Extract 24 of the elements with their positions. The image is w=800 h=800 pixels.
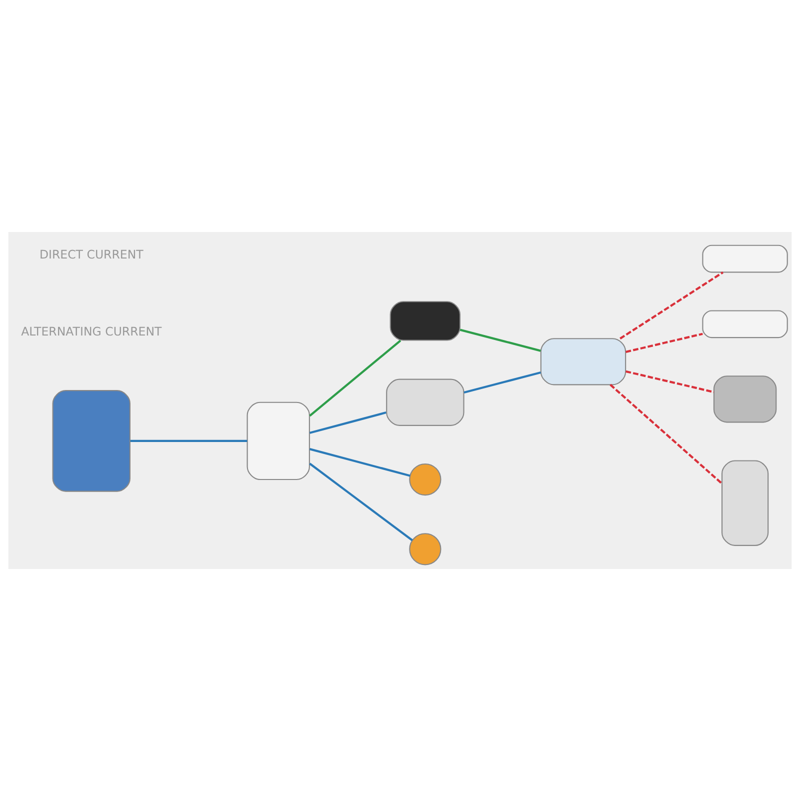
node-box <box>386 378 464 426</box>
connector <box>460 328 541 352</box>
connector <box>626 332 703 352</box>
connector <box>610 383 722 484</box>
connector <box>309 462 413 541</box>
connector <box>310 448 410 476</box>
connector <box>464 370 541 394</box>
node-circle <box>409 532 442 565</box>
node-box <box>52 390 130 492</box>
connector <box>620 270 724 339</box>
node-box <box>540 338 626 385</box>
node-box <box>390 300 461 340</box>
connector <box>309 339 402 416</box>
node-circle <box>409 462 442 496</box>
node-box <box>721 460 769 546</box>
node-box <box>713 375 777 422</box>
legend-label: DIRECT CURRENT <box>39 247 144 262</box>
node-box <box>702 244 788 272</box>
node-box <box>246 401 310 480</box>
connector <box>130 439 248 442</box>
connector <box>310 410 386 434</box>
legend-label: ALTERNATING CURRENT <box>21 324 162 338</box>
connector <box>626 370 714 393</box>
node-box <box>702 310 788 338</box>
